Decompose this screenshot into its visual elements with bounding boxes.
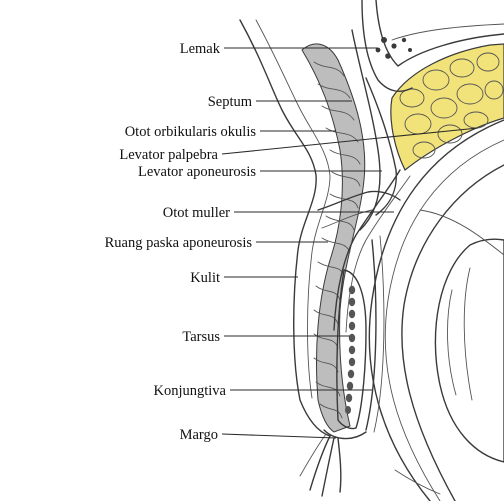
label-tarsus: Tarsus <box>182 329 220 345</box>
label-otot-muller: Otot muller <box>163 205 230 221</box>
preaponeurotic-fat-dots <box>376 37 412 59</box>
label-ruang-paska-aponeurosis: Ruang paska aponeurosis <box>105 235 253 251</box>
label-lemak: Lemak <box>180 41 221 57</box>
eyeball <box>369 120 504 501</box>
label-septum: Septum <box>208 94 253 110</box>
anatomy-illustration <box>240 0 504 501</box>
orbital-fat <box>391 44 504 170</box>
label-otot-orbikularis-okulis: Otot orbikularis okulis <box>125 124 257 140</box>
label-levator-aponeurosis: Levator aponeurosis <box>138 164 256 180</box>
label-konjungtiva: Konjungtiva <box>154 383 227 399</box>
labels: Lemak Septum Otot orbikularis okulis Lev… <box>105 41 257 443</box>
orbicularis-muscle <box>302 44 365 432</box>
lens <box>435 239 504 462</box>
leader-margo <box>222 434 336 438</box>
eyelid-margin <box>300 430 366 496</box>
label-margo: Margo <box>180 427 218 443</box>
label-kulit: Kulit <box>190 270 220 286</box>
label-levator-palpebra: Levator palpebra <box>119 147 218 163</box>
